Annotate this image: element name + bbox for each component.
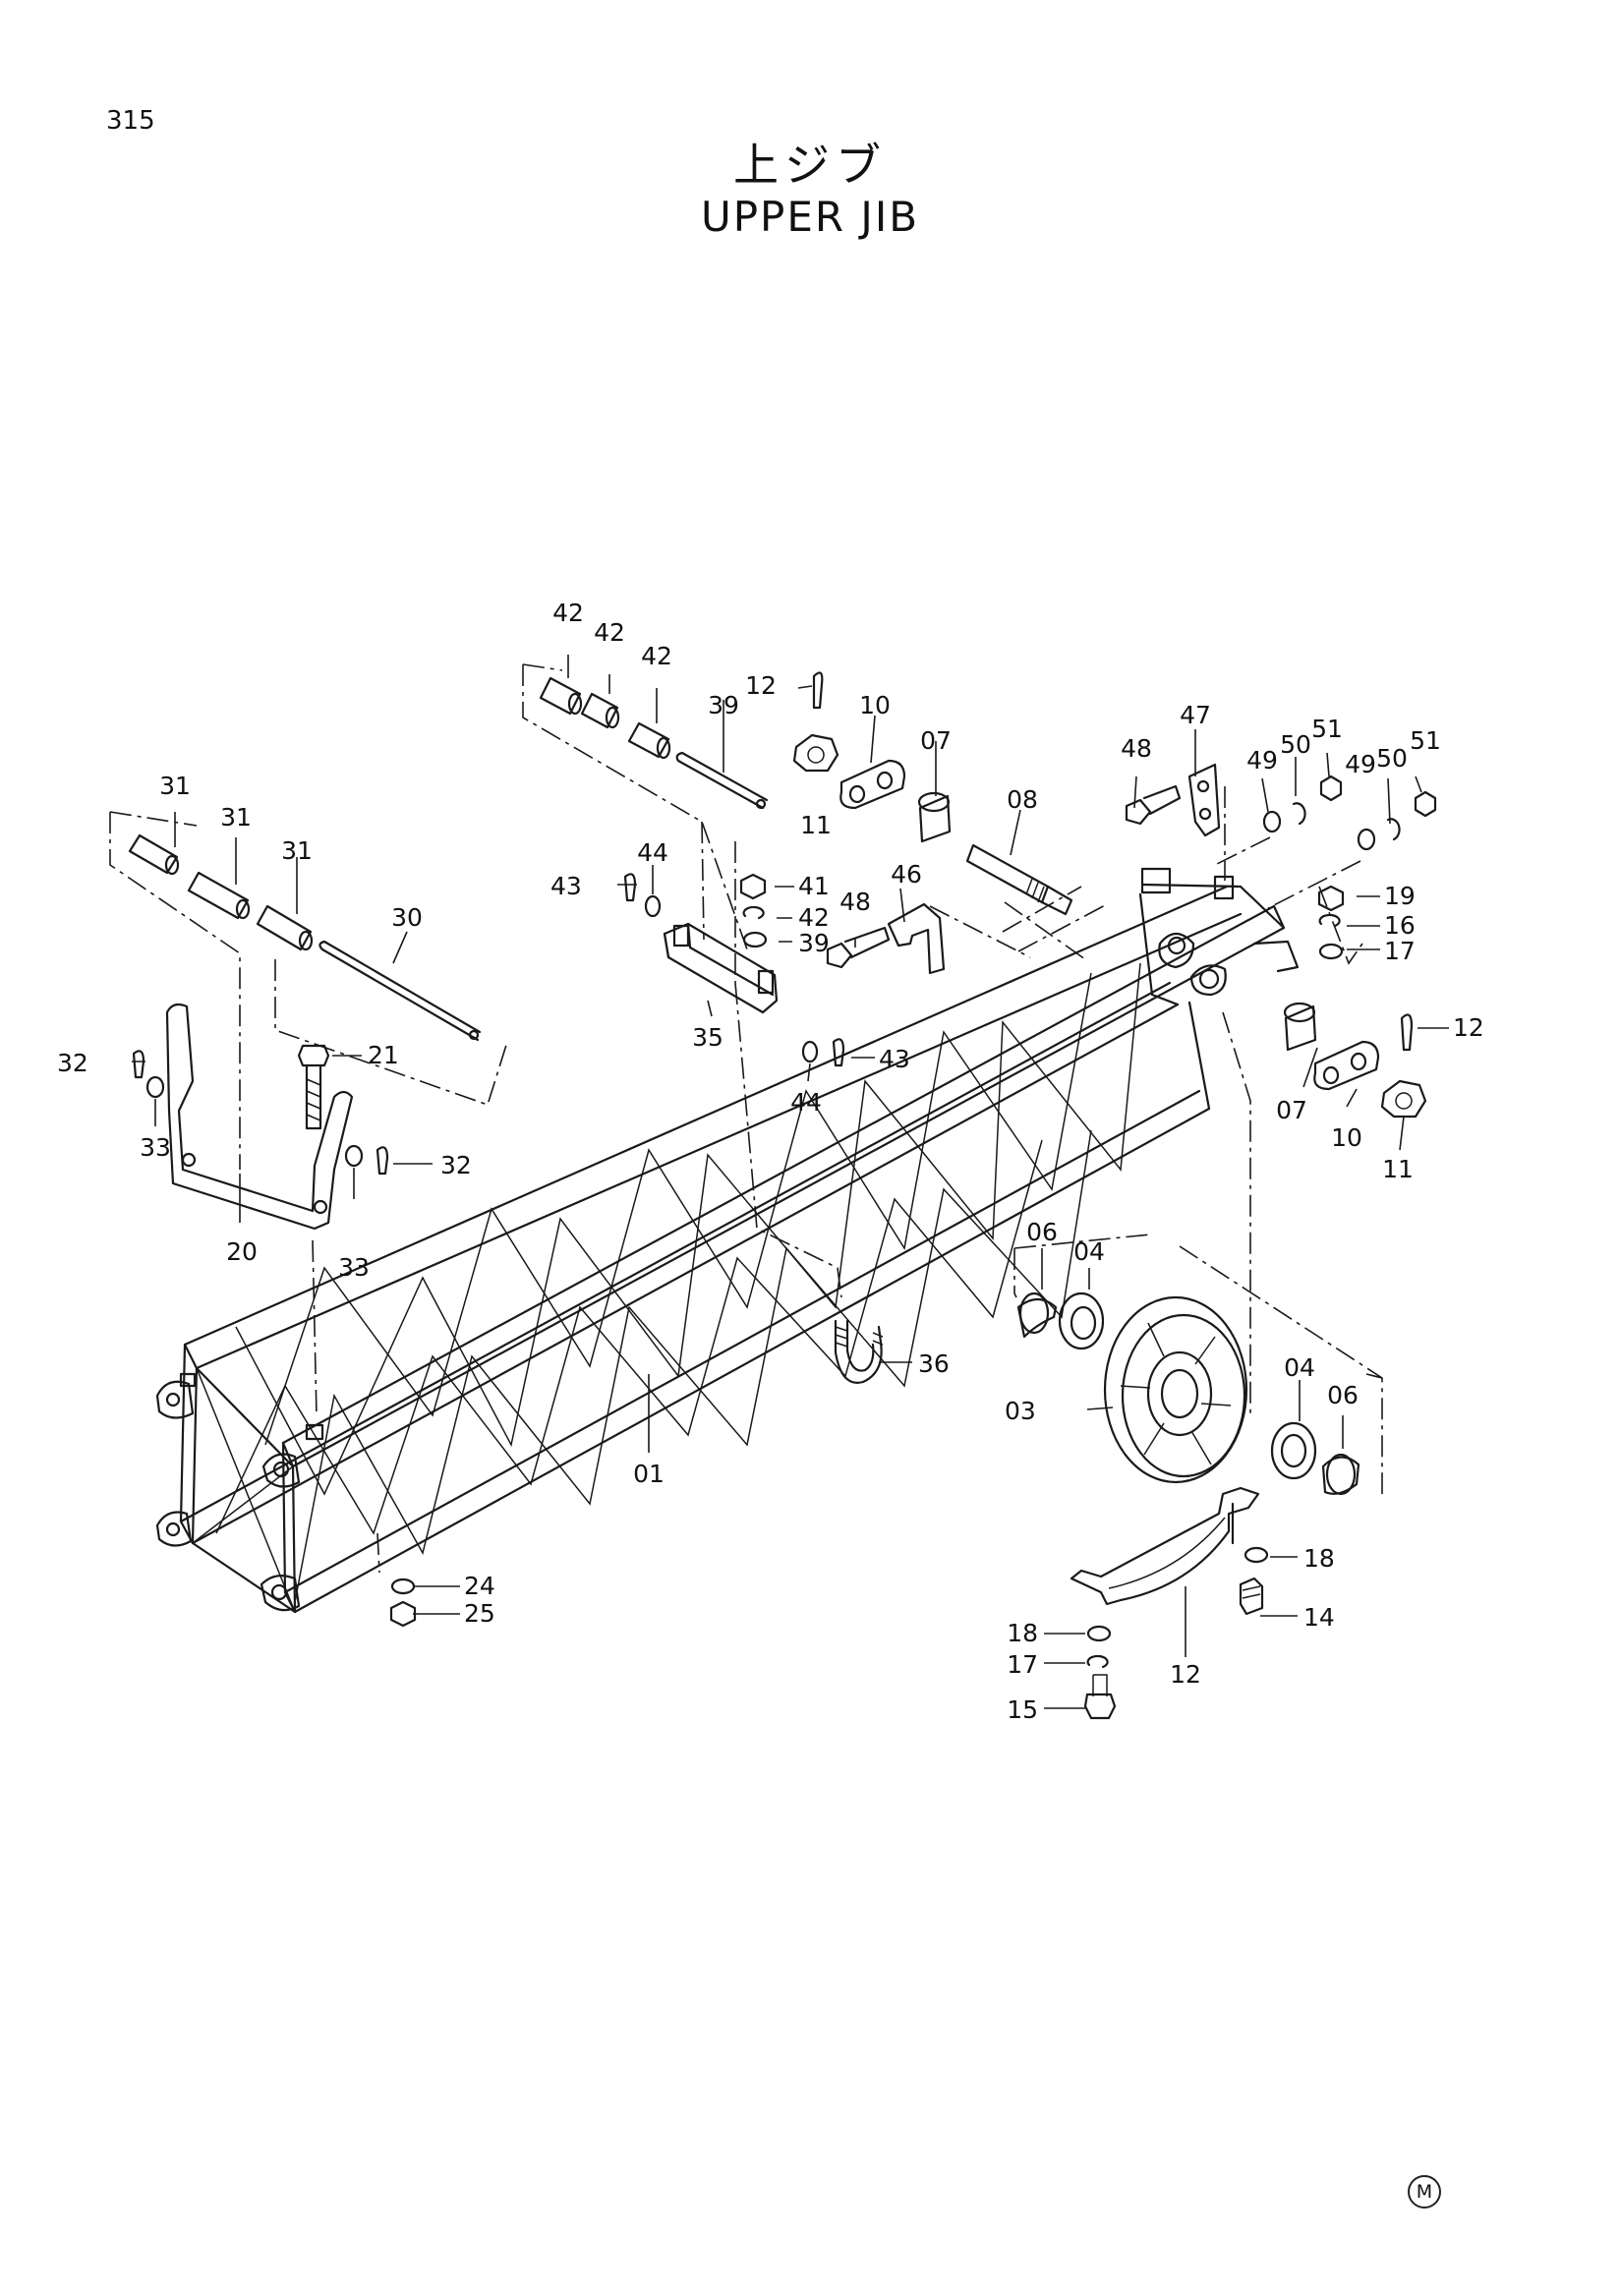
callout-labels: 42 42 42 39 12 10 07 11 08 48 47 49 50 5…: [57, 599, 1484, 1724]
callout-36: 36: [918, 1349, 950, 1378]
callout-42-a: 42: [552, 599, 584, 627]
callout-48-b: 48: [839, 888, 871, 916]
callout-08: 08: [1007, 785, 1038, 814]
callout-14: 12: [1170, 1660, 1201, 1689]
callout-33-a: 33: [140, 1133, 171, 1162]
callout-25: 25: [464, 1599, 495, 1628]
callout-20: 20: [226, 1237, 258, 1266]
callout-12-b: 12: [1453, 1013, 1484, 1042]
callout-32-a: 32: [57, 1049, 88, 1077]
callout-39: 42: [798, 903, 830, 932]
callout-12-a: 12: [745, 671, 777, 700]
upper-right-fittings: [792, 671, 1427, 1415]
callout-33-b: 33: [338, 1253, 370, 1282]
callout-38: 41: [798, 872, 830, 900]
callout-49-b: 49: [1345, 750, 1376, 778]
callout-49-a: 49: [1246, 746, 1278, 775]
callout-44-a: 44: [637, 838, 668, 867]
callout-18-b: 18: [1303, 1544, 1335, 1573]
callout-46: 46: [891, 860, 922, 889]
callout-31-a: 31: [159, 772, 191, 800]
callout-43-b: 43: [879, 1045, 910, 1073]
callout-04-a: 04: [1073, 1237, 1105, 1266]
callout-48-a: 48: [1121, 734, 1152, 763]
callout-47: 47: [1180, 701, 1211, 729]
bracket-assembly: [109, 811, 508, 1416]
manufacturer-mark: M: [1408, 2175, 1441, 2209]
callout-51-a: 51: [1311, 715, 1343, 743]
callout-35: 35: [692, 1023, 723, 1052]
callout-16: 15: [1007, 1695, 1038, 1724]
callout-30: 30: [391, 903, 423, 932]
callout-06-a: 06: [1026, 1218, 1058, 1246]
callout-17-a: 16: [1384, 911, 1416, 940]
callout-32-b: 32: [440, 1151, 472, 1179]
page-number: 315: [106, 106, 155, 136]
callout-03: 03: [1005, 1397, 1036, 1425]
callout-11-b: 11: [1382, 1155, 1414, 1183]
callout-07-b: 07: [1276, 1096, 1307, 1124]
callout-21: 21: [368, 1041, 399, 1069]
callout-11-a: 11: [800, 811, 832, 839]
callout-10-a: 10: [859, 691, 891, 719]
callout-51-b: 51: [1410, 726, 1441, 755]
callout-43-a: 43: [550, 872, 582, 900]
callout-24: 24: [464, 1572, 495, 1600]
jib-lattice-boom: [155, 867, 1300, 1614]
callout-17-b: 17: [1007, 1650, 1038, 1679]
callout-18-c: 18: [1007, 1619, 1038, 1647]
title-japanese: 上ジブ: [733, 139, 887, 192]
leader-lines: [132, 655, 1449, 1709]
callout-31-b: 31: [220, 803, 252, 832]
callout-15: 14: [1303, 1603, 1335, 1632]
callout-19: 19: [1384, 882, 1416, 910]
callout-37: 39: [798, 929, 830, 957]
callout-41: 39: [708, 691, 739, 719]
sheave-assembly: [1013, 1234, 1383, 1496]
top-fittings: [522, 663, 1086, 1298]
callout-18-a: 17: [1384, 937, 1416, 965]
callout-06-b: 06: [1327, 1381, 1359, 1409]
callout-42-c: 42: [641, 642, 672, 670]
callout-44-b: 44: [790, 1088, 822, 1117]
callout-50-b: 50: [1376, 744, 1408, 773]
bottom-hardware: [376, 1532, 417, 1628]
callout-10-b: 10: [1331, 1123, 1362, 1152]
callout-07-a: 07: [920, 726, 952, 755]
callout-42-b: 42: [594, 618, 625, 647]
rope-guard: [1070, 1486, 1269, 1720]
callout-04-b: 04: [1284, 1353, 1315, 1382]
callout-01: 01: [633, 1460, 665, 1488]
head-fittings: [1125, 763, 1437, 965]
callout-50-a: 50: [1280, 730, 1311, 759]
title-english: UPPER JIB: [700, 193, 920, 241]
u-bolt: [834, 1319, 884, 1384]
callout-31-c: 31: [281, 836, 313, 865]
